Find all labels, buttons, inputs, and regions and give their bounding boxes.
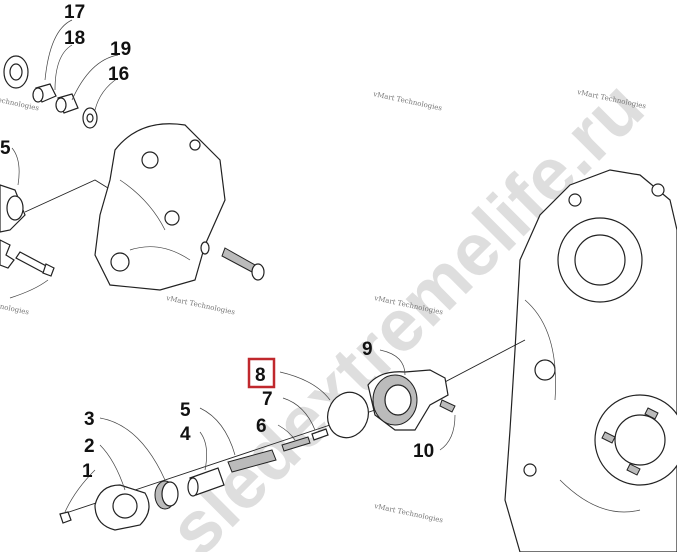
callout-1: 1 (82, 461, 93, 482)
left-housing (94, 123, 226, 291)
part-6-spring (281, 436, 311, 452)
part-17-bearing (3, 55, 29, 89)
part-19-bushing (55, 93, 79, 114)
part-5-spring (227, 449, 277, 473)
callout-17: 17 (64, 2, 85, 23)
callout-5: 5 (180, 400, 191, 421)
callout-6: 6 (256, 416, 267, 437)
left-bolt (9, 251, 55, 299)
part-9-housing (367, 369, 449, 431)
part-4-sleeve (187, 467, 225, 497)
highlight-box (247, 357, 276, 389)
callout-2: 2 (84, 436, 95, 457)
callout-8: 8 (255, 365, 266, 386)
part-2-cover (94, 484, 150, 531)
part-3-ring (154, 480, 179, 510)
part-8-oring (327, 391, 369, 439)
part-7-pin (311, 428, 329, 441)
watermark-tag: vMart Technologies (0, 294, 30, 317)
watermark-tag: vMart Technologies (372, 90, 444, 113)
part-16-washer (82, 107, 98, 129)
callout-19: 19 (110, 39, 131, 60)
callout-9: 9 (362, 339, 373, 360)
right-housing (504, 169, 677, 552)
callout-labels: 17 18 19 16 5 9 8 7 6 5 4 3 2 1 10 (0, 2, 434, 482)
callout-3: 3 (84, 409, 95, 430)
callout-10: 10 (413, 441, 434, 462)
callout-16: 16 (108, 64, 129, 85)
part-1-screw (59, 511, 72, 524)
part-18-spacer (32, 83, 57, 103)
callout-7: 7 (262, 389, 273, 410)
right-bolt-upper (200, 241, 265, 281)
part-10-bolt (439, 399, 456, 413)
watermark-tag: vMart Technologies (373, 502, 445, 525)
callout-18: 18 (64, 28, 85, 49)
watermark-tag: vMart Technologies (165, 294, 237, 317)
shaft-piece (0, 179, 206, 269)
callout-4: 4 (180, 424, 191, 445)
callout-5-top: 5 (0, 138, 11, 159)
